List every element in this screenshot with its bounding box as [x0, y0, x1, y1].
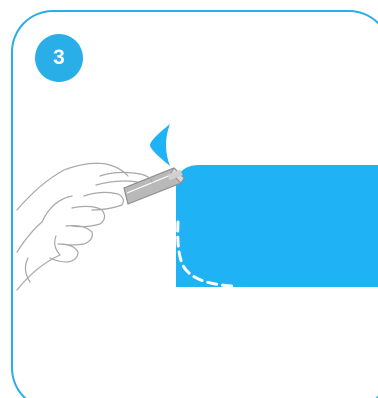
- screen-panel: [176, 165, 378, 287]
- chevron-left-icon: [150, 124, 170, 166]
- scraper-blade-icon: [123, 167, 185, 205]
- step-number-badge: 3: [35, 34, 83, 82]
- rounded-frame: [11, 10, 378, 398]
- peel-corner-icon: [176, 220, 234, 288]
- hand-holding-tool-icon: [16, 162, 153, 291]
